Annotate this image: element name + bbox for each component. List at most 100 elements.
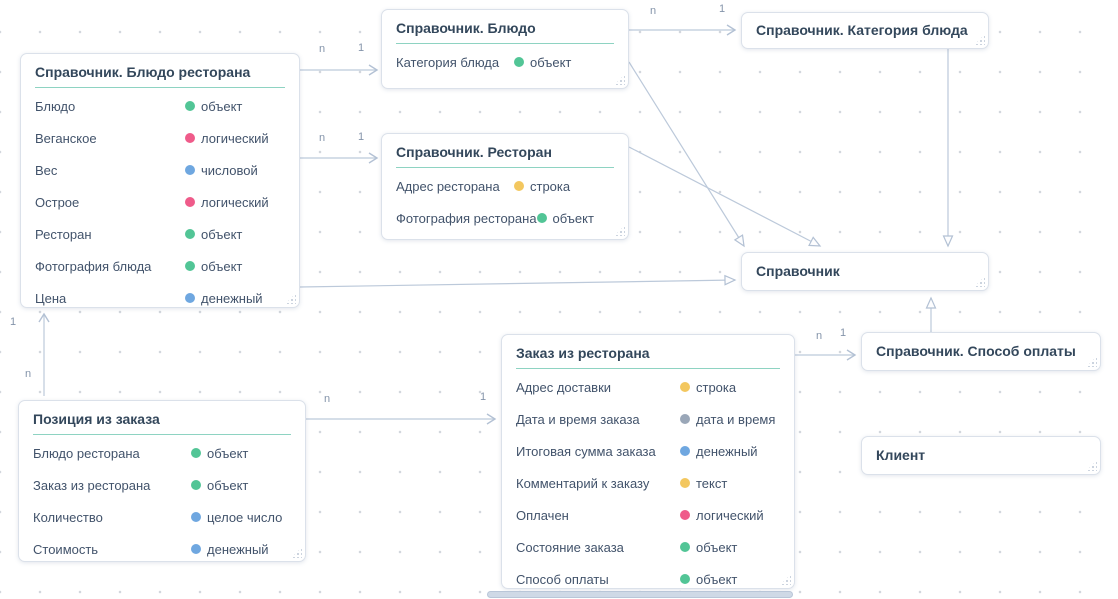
title-underline (35, 87, 285, 88)
field-type: объект (191, 478, 291, 493)
field-type: объект (536, 211, 637, 226)
cardinality-label: 1 (10, 316, 17, 328)
entity-title: Заказ из ресторана (516, 345, 650, 361)
title-underline (33, 434, 291, 435)
type-dot-icon (191, 512, 201, 522)
field-name: Острое (35, 194, 80, 210)
title-underline (516, 368, 780, 369)
field-type: объект (514, 55, 614, 70)
title-underline (396, 167, 614, 168)
field-type: объект (185, 227, 285, 242)
entity-title: Справочник. Ресторан (396, 144, 552, 160)
field-type: денежный (185, 291, 285, 306)
inheritance-restaurant-catalog[interactable] (628, 146, 822, 247)
field-row: Стоимость денежный (33, 533, 291, 565)
resize-handle-icon[interactable] (614, 225, 625, 236)
field-name: Итоговая сумма заказа (516, 443, 656, 459)
cardinality-label: 1 (358, 131, 365, 143)
resize-handle-icon[interactable] (1086, 356, 1097, 367)
field-row: Фотография блюда объект (35, 250, 285, 282)
type-dot-icon (185, 293, 195, 303)
field-type: денежный (680, 444, 780, 459)
field-name: Состояние заказа (516, 539, 624, 555)
field-row: Итоговая сумма заказа денежный (516, 435, 780, 467)
type-dot-icon (680, 414, 690, 424)
entity-payment-method[interactable]: Справочник. Способ оплаты (861, 332, 1101, 371)
entity-dish[interactable]: Справочник. Блюдо Категория блюда объект (381, 9, 629, 89)
field-row: Адрес доставки строка (516, 371, 780, 403)
entity-client[interactable]: Клиент (861, 436, 1101, 475)
field-name: Категория блюда (396, 54, 500, 70)
field-name: Стоимость (33, 541, 99, 557)
field-type: строка (680, 380, 780, 395)
type-dot-icon (191, 480, 201, 490)
field-name: Дата и время заказа (516, 411, 640, 427)
entity-title: Справочник. Блюдо (396, 20, 536, 36)
cardinality-label: 1 (719, 3, 726, 15)
field-type: денежный (191, 542, 291, 557)
resize-handle-icon[interactable] (974, 34, 985, 45)
resize-handle-icon[interactable] (291, 547, 302, 558)
type-dot-icon (191, 448, 201, 458)
field-row: Категория блюда объект (396, 46, 614, 78)
entity-title: Справочник. Способ оплаты (876, 343, 1076, 359)
type-dot-icon (185, 101, 195, 111)
field-name: Ресторан (35, 226, 92, 242)
inheritance-dishrestaurant-catalog[interactable] (299, 274, 737, 288)
field-type: объект (185, 259, 285, 274)
entity-title: Позиция из заказа (33, 411, 160, 427)
type-dot-icon (185, 229, 195, 239)
type-dot-icon (680, 382, 690, 392)
field-row: Ресторан объект (35, 218, 285, 250)
field-name: Комментарий к заказу (516, 475, 650, 491)
field-name: Блюдо (35, 98, 76, 114)
cardinality-label: 1 (358, 42, 365, 54)
field-name: Оплачен (516, 507, 569, 523)
resize-handle-icon[interactable] (285, 293, 296, 304)
cardinality-label: n (319, 132, 326, 144)
field-name: Фотография блюда (35, 258, 152, 274)
field-name: Количество (33, 509, 103, 525)
resize-handle-icon[interactable] (974, 276, 985, 287)
field-type: логический (185, 131, 285, 146)
type-dot-icon (185, 133, 195, 143)
resize-handle-icon[interactable] (1086, 460, 1097, 471)
field-name: Адрес доставки (516, 379, 612, 395)
entity-title: Справочник (756, 263, 840, 279)
type-dot-icon (185, 261, 195, 271)
cardinality-label: n (816, 330, 823, 342)
entity-catalog[interactable]: Справочник (741, 252, 989, 291)
field-name: Заказ из ресторана (33, 477, 151, 493)
field-name: Фотография ресторана (396, 210, 537, 226)
inheritance-dish-catalog[interactable] (628, 61, 745, 248)
field-row: Количество целое число (33, 501, 291, 533)
resize-handle-icon[interactable] (614, 74, 625, 85)
cardinality-label: 1 (840, 327, 847, 339)
cardinality-label: n (319, 43, 326, 55)
horizontal-scrollbar[interactable] (487, 591, 793, 598)
entity-dish-category[interactable]: Справочник. Категория блюда (741, 12, 989, 49)
field-type: строка (514, 179, 614, 194)
resize-handle-icon[interactable] (780, 574, 791, 585)
type-dot-icon (514, 57, 524, 67)
type-dot-icon (514, 181, 524, 191)
field-name: Цена (35, 290, 67, 306)
field-type: объект (680, 572, 780, 587)
type-dot-icon (536, 213, 547, 223)
field-row: Цена денежный (35, 282, 285, 314)
field-type: целое число (191, 510, 291, 525)
